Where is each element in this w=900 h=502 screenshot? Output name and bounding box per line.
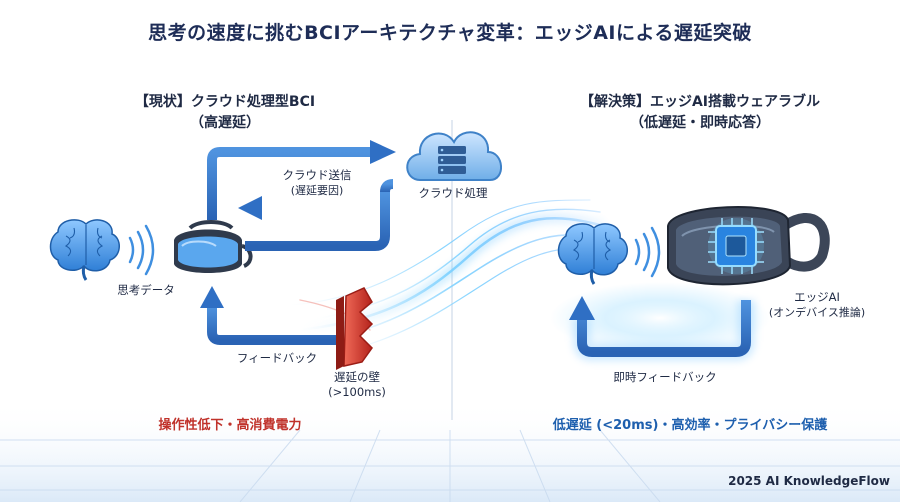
instant-feedback-label: 即時フィードバック (613, 370, 717, 384)
footer-credit: 2025 AI KnowledgeFlow (728, 474, 890, 488)
cloud-send-label-group: クラウド送信 (遅延要因) (262, 168, 372, 198)
right-heading-line1: 【解決策】エッジAI搭載ウェアラブル (579, 94, 821, 110)
cloud-server-icon (406, 131, 502, 181)
right-heading-line2: （低遅延・即時応答） (630, 115, 770, 131)
latency-wall-icon (336, 287, 374, 370)
edge-ai-label: エッジAI (794, 290, 840, 304)
left-heading-line1: 【現状】クラウド処理型BCI (134, 94, 316, 110)
right-benefits-text: 低遅延 (<20ms)・高効率・プライバシー保護 (552, 418, 828, 433)
signal-waves-icon (128, 224, 155, 276)
cloud-send-arrow (207, 140, 396, 220)
left-panel-heading: 【現状】クラウド処理型BCI （高遅延） (95, 92, 355, 134)
cloud-process-label: クラウド処理 (418, 186, 488, 200)
cloud-send-label: クラウド送信 (282, 168, 352, 182)
signal-waves-icon (634, 226, 661, 278)
page-title: 思考の速度に挑むBCIアーキテクチャ変革：エッジAIによる遅延突破 (148, 22, 752, 44)
latency-wall-value: (>100ms) (328, 385, 386, 399)
instant-feedback-arrow (569, 296, 755, 361)
brain-icon (49, 219, 120, 281)
glow-highlight (550, 282, 770, 354)
left-issues-text: 操作性低下・高消費電力 (158, 418, 302, 433)
edge-ai-sub: (オンデバイス推論) (768, 306, 866, 319)
left-heading-line2: （高遅延） (190, 115, 260, 131)
feedback-arrow (200, 286, 340, 345)
cloud-return-arrow (238, 179, 394, 251)
background-floor (0, 400, 900, 502)
edge-ai-label-group: エッジAI (オンデバイス推論) (752, 290, 882, 320)
right-panel-heading: 【解決策】エッジAI搭載ウェアラブル （低遅延・即時応答） (540, 92, 860, 134)
feedback-label: フィードバック (236, 351, 318, 365)
latency-wall-label-group: 遅延の壁 (>100ms) (312, 370, 402, 400)
latency-wall-label: 遅延の壁 (334, 370, 380, 384)
vr-headset-icon (174, 220, 253, 273)
thought-data-label: 思考データ (117, 283, 175, 297)
brain-icon (557, 223, 628, 285)
cloud-send-sub: (遅延要因) (290, 184, 344, 197)
ai-chip-icon (708, 218, 764, 274)
